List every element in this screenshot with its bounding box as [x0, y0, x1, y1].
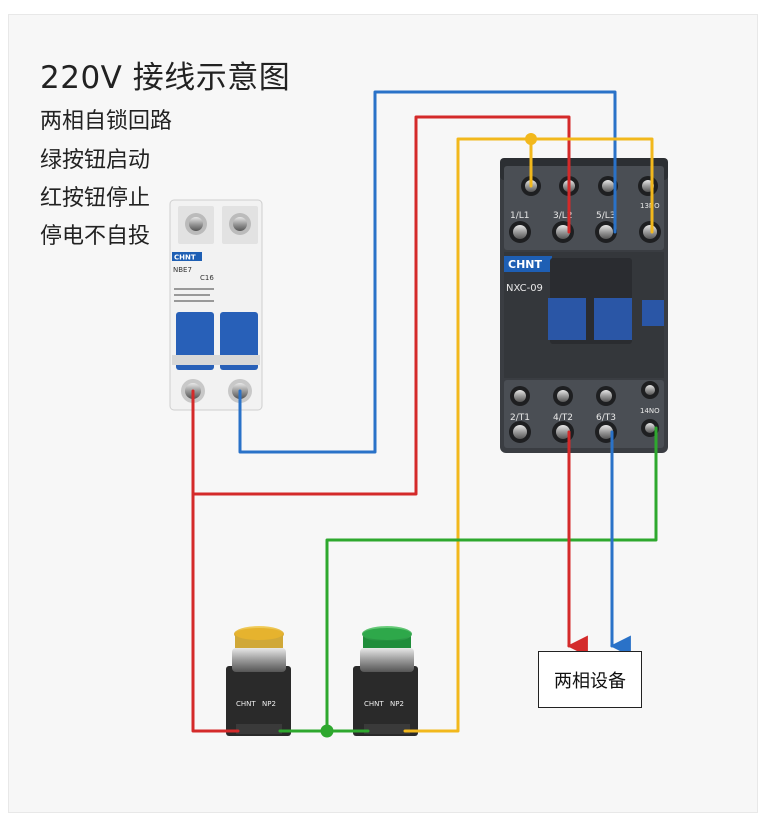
contactor-actuator-right	[594, 298, 632, 340]
terminal-label-4t2: 4/T2	[553, 413, 573, 423]
start-button-brand: CHNT	[364, 700, 384, 708]
terminal-label-2t1: 2/T1	[510, 413, 530, 423]
contactor-actuator-left	[548, 298, 586, 340]
start-button: CHNT NP2	[353, 626, 418, 736]
start-button-model: NP2	[390, 700, 404, 708]
stop-button-model: NP2	[262, 700, 276, 708]
contactor-top-labels: 1/L1 3/L2 5/L3 13NO	[510, 202, 660, 221]
stop-button: CHNT NP2	[226, 626, 291, 736]
diagram-title: 220V 接线示意图	[40, 60, 291, 96]
two-phase-device-box: 两相设备	[538, 651, 642, 708]
junction-green	[320, 724, 334, 738]
breaker-rating: C16	[200, 274, 214, 282]
stop-button-brand: CHNT	[236, 700, 256, 708]
wire-blue-supply	[238, 90, 617, 454]
contactor-indicator	[642, 300, 664, 326]
contactor-bottom-labels: 2/T1 4/T2 6/T3 14NO	[510, 407, 660, 423]
terminal-label-14no: 14NO	[640, 407, 660, 415]
two-phase-device-label: 两相设备	[554, 670, 626, 692]
contactor-brand-plate	[504, 256, 552, 272]
breaker-model: NBE7	[173, 266, 192, 274]
wire-red-control	[191, 492, 240, 733]
breaker-brand-plate	[172, 252, 202, 261]
wires	[191, 90, 658, 733]
wire-yellow-top	[529, 137, 654, 234]
terminal-label-6t3: 6/T3	[596, 413, 616, 423]
circuit-breaker: CHNT NBE7 C16	[169, 199, 263, 411]
feature-no-auto-restart: 停电不自投	[40, 224, 151, 249]
terminal-label-1l1: 1/L1	[510, 211, 530, 221]
contactor-brand: CHNT	[508, 258, 542, 271]
stop-button-body	[226, 666, 291, 736]
junction-yellow	[525, 133, 537, 145]
start-button-body	[353, 666, 418, 736]
wire-green-hold	[325, 426, 658, 733]
terminal-label-3l2: 3/L2	[553, 211, 573, 221]
contactor-bottom-screws	[509, 381, 659, 443]
feature-red-stop: 红按钮停止	[40, 186, 151, 211]
breaker-brand: CHNT	[174, 254, 196, 262]
wire-red-supply	[191, 115, 571, 496]
terminal-label-5l3: 5/L3	[596, 211, 616, 221]
contactor-model: NXC-09	[506, 283, 543, 294]
contactor: 1/L1 3/L2 5/L3 13NO CHNT NXC-09	[500, 158, 668, 453]
wire-yellow-down	[403, 137, 533, 733]
feature-self-locking: 两相自锁回路	[40, 109, 173, 134]
feature-green-start: 绿按钮启动	[40, 148, 151, 173]
terminal-label-13no: 13NO	[640, 202, 660, 210]
